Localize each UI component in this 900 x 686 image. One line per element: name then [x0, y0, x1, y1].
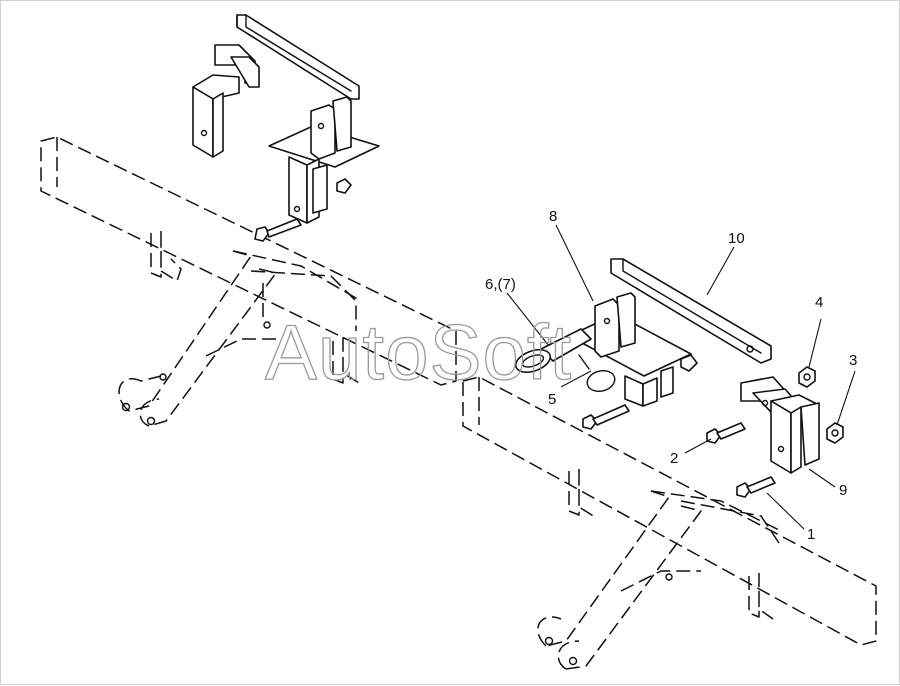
callout-3: 3 — [849, 352, 857, 369]
part-bolt-center — [582, 404, 630, 430]
upper-link-bar — [236, 14, 360, 100]
part-1-bolt — [736, 476, 776, 498]
part-10-strap-bar — [610, 258, 772, 364]
main-frame-beam — [40, 136, 877, 646]
upper-mount-plate — [268, 96, 380, 224]
upper-hitch-bracket — [192, 44, 260, 158]
part-2-bolt — [706, 422, 746, 444]
right-drawbar-arm — [537, 490, 782, 670]
part-8-mount-plate — [568, 292, 698, 407]
callout-8: 8 — [549, 208, 557, 225]
part-6-pin — [514, 328, 592, 374]
part-3-nut — [826, 422, 844, 444]
callout-6-7: 6,(7) — [485, 276, 516, 293]
callout-leaders — [506, 224, 856, 530]
frame-lugs — [150, 231, 774, 620]
callout-4: 4 — [815, 294, 823, 311]
part-4-nut — [798, 366, 816, 388]
part-5-spring-clip — [578, 354, 616, 393]
callout-9: 9 — [839, 482, 847, 499]
callout-10: 10 — [728, 230, 745, 247]
left-drawbar-arm — [118, 250, 362, 427]
callout-1: 1 — [807, 526, 815, 543]
watermark: AutoSoft — [265, 308, 572, 396]
callout-2: 2 — [670, 450, 678, 467]
callout-5: 5 — [548, 391, 556, 408]
upper-bolt — [254, 218, 302, 242]
part-9-hitch-bracket — [740, 376, 820, 474]
